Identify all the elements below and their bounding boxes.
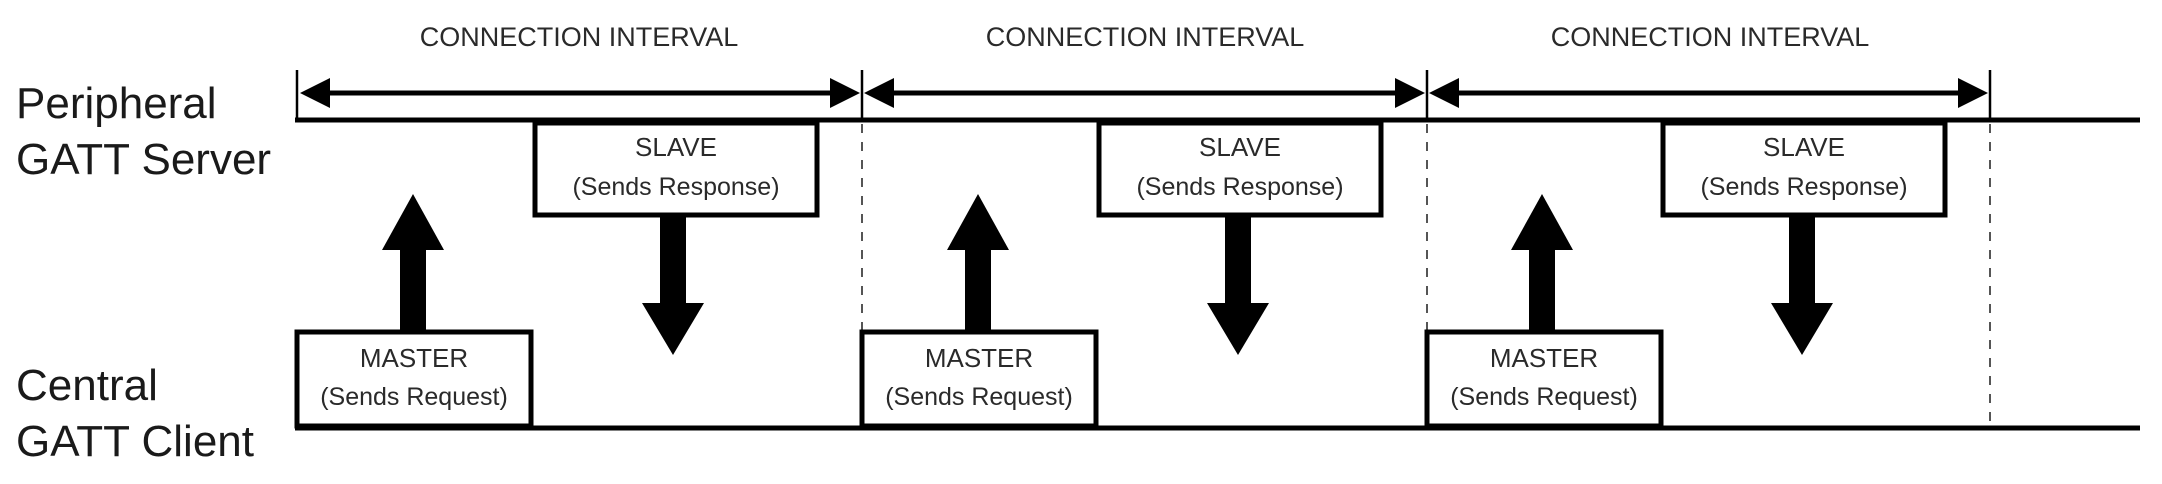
interval-label-1: CONNECTION INTERVAL	[420, 22, 739, 52]
slave-box-subtitle: (Sends Response)	[1700, 173, 1907, 201]
central-label-line2: GATT Client	[16, 417, 254, 466]
interval-dashed-separators	[861, 124, 1991, 424]
slave-box-subtitle: (Sends Response)	[572, 173, 779, 201]
slave-box-title: SLAVE	[1763, 132, 1845, 162]
peripheral-label-line2: GATT Server	[16, 135, 271, 184]
interval-arrow-3	[1429, 78, 1988, 108]
interval-label-3: CONNECTION INTERVAL	[1551, 22, 1870, 52]
request-up-arrow-1	[382, 194, 444, 332]
interval-arrow-1	[300, 78, 860, 108]
master-box-subtitle: (Sends Request)	[1450, 383, 1638, 411]
request-up-arrow-2	[947, 194, 1009, 332]
response-down-arrow-3	[1771, 215, 1833, 355]
slave-box-subtitle: (Sends Response)	[1136, 173, 1343, 201]
request-up-arrow-3	[1511, 194, 1573, 332]
interval-arrow-2	[864, 78, 1425, 108]
response-down-arrow-2	[1207, 215, 1269, 355]
interval-ticks	[295, 70, 1992, 120]
slave-box-2: SLAVE (Sends Response)	[1096, 120, 1384, 218]
slave-box-1: SLAVE (Sends Response)	[532, 120, 820, 218]
master-box-title: MASTER	[1490, 343, 1598, 373]
master-box-subtitle: (Sends Request)	[320, 383, 508, 411]
peripheral-label-line1: Peripheral	[16, 79, 217, 128]
interval-label-2: CONNECTION INTERVAL	[986, 22, 1305, 52]
master-box-subtitle: (Sends Request)	[885, 383, 1073, 411]
master-box-title: MASTER	[360, 343, 468, 373]
slave-box-3: SLAVE (Sends Response)	[1660, 120, 1948, 218]
master-box-2: MASTER (Sends Request)	[859, 329, 1099, 429]
interval-arrows	[300, 78, 1988, 108]
slave-box-title: SLAVE	[635, 132, 717, 162]
master-box-3: MASTER (Sends Request)	[1424, 329, 1664, 429]
central-label-line1: Central	[16, 361, 158, 410]
response-down-arrow-1	[642, 215, 704, 355]
master-box-1: MASTER (Sends Request)	[294, 329, 534, 429]
master-box-title: MASTER	[925, 343, 1033, 373]
slave-box-title: SLAVE	[1199, 132, 1281, 162]
